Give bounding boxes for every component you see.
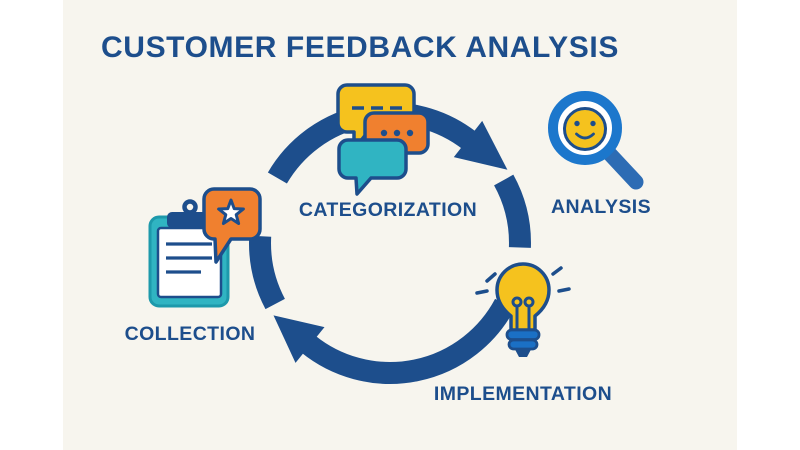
- arc-right: [493, 174, 531, 248]
- bulb-filament: [511, 296, 535, 329]
- clipboard-text-lines: [166, 242, 212, 274]
- clipboard-clip: [167, 212, 212, 228]
- bulb-rays: [475, 266, 571, 295]
- chat-bubbles-icon: [336, 83, 430, 196]
- chat-bubble-teal: [337, 138, 408, 196]
- arc-bottom: [301, 298, 515, 384]
- clipboard-star-icon: [148, 187, 262, 308]
- star-icon: [217, 198, 245, 225]
- smiley-face: [563, 107, 607, 151]
- stage-label-categorization: CATEGORIZATION: [299, 199, 477, 221]
- bulb-glass: [495, 262, 551, 332]
- star-bubble: [202, 187, 262, 264]
- stage-label-implementation: IMPLEMENTATION: [434, 383, 612, 405]
- arc-left: [249, 235, 286, 310]
- magnifier-smiley-icon: [548, 91, 644, 190]
- bulb-base-bottom: [507, 338, 539, 351]
- arrowhead-bottom-left-icon: [273, 315, 325, 363]
- arrowhead-top-right-icon: [453, 120, 508, 170]
- smiley-eye-left: [574, 120, 580, 127]
- bulb-base-top: [505, 328, 541, 341]
- stage-label-collection: COLLECTION: [125, 323, 256, 345]
- stage-label-analysis: ANALYSIS: [551, 196, 651, 218]
- lightbulb-icon: [475, 262, 571, 357]
- smiley-mouth: [575, 132, 595, 140]
- chat-dots: [380, 129, 414, 137]
- smiley-eye-right: [590, 120, 596, 127]
- bulb-tip: [515, 349, 531, 357]
- magnifier-handle: [600, 144, 644, 190]
- page-title: CUSTOMER FEEDBACK ANALYSIS: [101, 31, 619, 64]
